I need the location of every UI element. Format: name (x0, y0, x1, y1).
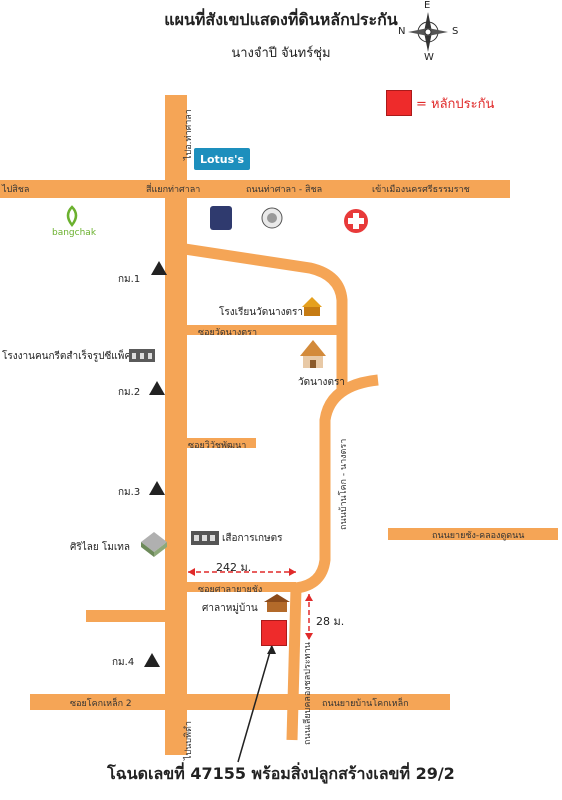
temple-icon (300, 340, 326, 368)
road-left-short (86, 610, 176, 622)
label-sichon: ไปสิชล (2, 185, 30, 195)
compass-n: N (398, 26, 406, 37)
landmark-agri-label: เสือการเกษตร (222, 533, 283, 544)
road-soi-wat (178, 325, 340, 335)
km2-label: กม.2 (118, 387, 141, 398)
landmark-motel-label: ศิริไลย โมเทล (70, 542, 131, 553)
label-soi-wichai: ซอยวิวัชพัฒนา (188, 441, 247, 451)
label-main-top: ไปอ.ท่าศาลา (184, 109, 194, 160)
compass-w: W (424, 52, 434, 63)
legend-collateral-label: = หลักประกัน (416, 97, 495, 112)
label-soi-wat: ซอยวัดนางตรา (198, 328, 258, 338)
km4-triangle-icon (144, 653, 160, 667)
map-title: แผนที่สังเขปแสดงที่ดินหลักประกัน (164, 10, 398, 29)
road-right (388, 528, 558, 540)
km1-label: กม.1 (118, 274, 141, 285)
school-icon (302, 297, 322, 316)
compass-s: S (452, 26, 459, 37)
agri-shop-icon (191, 531, 219, 545)
landmark-sala-label: ศาลาหมู่บ้าน (202, 603, 258, 614)
label-soi-sala: ซอยศาลายายชัง (198, 585, 263, 595)
motel-icon (141, 532, 167, 557)
label-to-nakhon: เข้าเมืองนครศรีธรรมราช (372, 185, 470, 195)
compass-icon (408, 12, 448, 52)
label-highway: ถนนท่าศาลา - สิชล (246, 185, 323, 195)
km1-triangle-icon (151, 261, 167, 275)
road-soi-wichai (178, 438, 256, 448)
sala-icon (264, 594, 290, 612)
road-bottom (30, 694, 450, 710)
distance-vertical: 28 ม. (316, 615, 345, 628)
lotus-logo: Lotus's (194, 148, 250, 170)
km3-triangle-icon (149, 481, 165, 495)
collateral-marker (261, 620, 287, 646)
factory-icon (129, 349, 155, 362)
bangchak-leaf-icon (66, 205, 78, 227)
owner-name: นางจำปี จันทร์ชุ่ม (231, 46, 331, 61)
landmark-factory-label: โรงงานคนกรีตสำเร็จรูปซีแพ็ค (2, 351, 132, 362)
title-deed-caption: โฉนดเลขที่ 47155 พร้อมสิ่งปลูกสร้างเลขที… (107, 764, 455, 783)
bangchak-label: bangchak (52, 228, 97, 238)
km4-label: กม.4 (112, 657, 135, 668)
emblem-icon (261, 207, 283, 229)
landmark-school-label: โรงเรียนวัดนางตรา (219, 307, 304, 318)
landmark-temple-label: วัดนางตรา (298, 377, 345, 388)
compass-e: E (424, 0, 431, 11)
label-road-bottom-right: ถนนยายบ้านโคกเหล็ก (322, 699, 409, 709)
km2-triangle-icon (149, 381, 165, 395)
label-main-bottom: ไปนบพิตำ (184, 721, 194, 760)
legend-collateral-swatch (386, 90, 412, 116)
km3-label: กม.3 (118, 487, 141, 498)
road-soi-sala (178, 582, 296, 592)
road-highway (0, 180, 510, 198)
bank-icon (210, 206, 232, 230)
label-junction: สี่แยกท่าศาลา (146, 185, 201, 195)
label-road-right: ถนนยายชัง-คลองดูดนน (432, 531, 525, 541)
label-road-bottom-left: ซอยโคกเหล็ก 2 (70, 699, 132, 709)
distance-horizontal: 242 ม. (216, 561, 252, 574)
hospital-cross-icon (344, 209, 368, 233)
label-road-curve: ถนนบ้านโคก - นางตรา (339, 438, 349, 530)
label-road-lower: ถนนเลียบคลองชลประทาน (303, 642, 313, 745)
